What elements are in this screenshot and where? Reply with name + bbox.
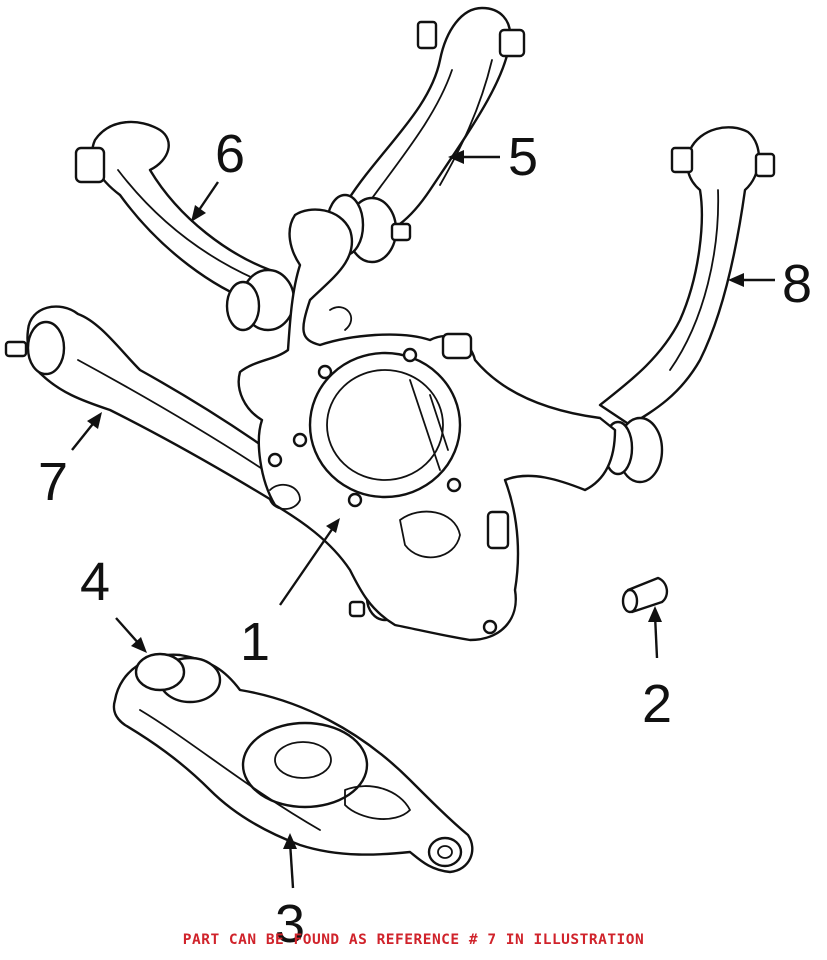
leader-4 xyxy=(115,617,141,646)
callout-labels: 1 2 3 4 5 6 7 8 xyxy=(38,124,812,954)
part-2-pin xyxy=(621,576,669,614)
arrowhead-8 xyxy=(728,273,744,287)
callout-4: 4 xyxy=(80,552,110,612)
arrowhead-3 xyxy=(283,833,297,849)
part-6-camber-arm xyxy=(74,120,296,332)
callout-7: 7 xyxy=(38,452,68,512)
part-5-upper-arm xyxy=(325,6,526,264)
callout-3: 3 xyxy=(275,894,305,954)
callout-6: 6 xyxy=(215,124,245,184)
leader-3 xyxy=(288,841,295,889)
leader-7 xyxy=(71,419,97,451)
leader-6 xyxy=(196,181,219,214)
arrowhead-6 xyxy=(191,205,206,222)
leader-1 xyxy=(279,524,336,606)
arrowhead-2 xyxy=(648,606,662,622)
arrowhead-4 xyxy=(131,637,147,653)
part-1-wheel-carrier xyxy=(237,208,617,642)
part-3-lower-arm xyxy=(112,652,474,874)
callout-1: 1 xyxy=(240,612,270,672)
arrowhead-7 xyxy=(87,412,102,429)
reference-note: PART CAN BE FOUND AS REFERENCE # 7 IN IL… xyxy=(182,932,645,948)
arrowhead-1 xyxy=(326,518,340,533)
arrowhead-5 xyxy=(448,150,464,164)
leader-2 xyxy=(653,614,659,659)
callout-8: 8 xyxy=(782,254,812,314)
callout-5: 5 xyxy=(508,127,538,187)
part-8-arm xyxy=(598,126,776,484)
leader-lines xyxy=(71,150,775,889)
callout-2: 2 xyxy=(642,674,672,734)
